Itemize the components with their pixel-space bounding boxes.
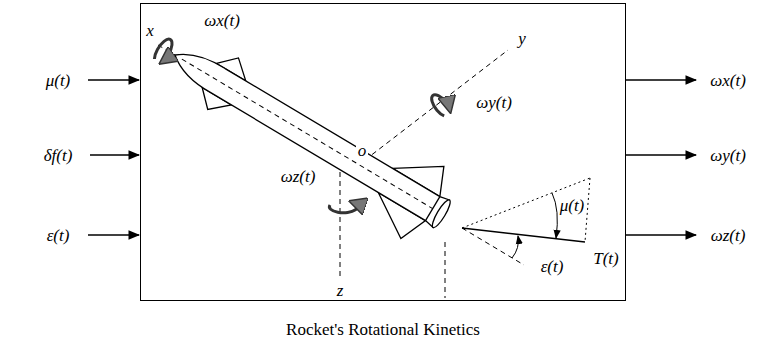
rocket-body — [153, 19, 466, 252]
input-signal: μ(t) — [44, 71, 73, 90]
thrust-label: T(t) — [591, 249, 621, 268]
input-signal: δf(t) — [42, 146, 75, 165]
rate-label: ωx(t) — [202, 11, 242, 30]
output-signal: ωx(t) — [708, 71, 748, 90]
block-caption: Rocket's Rotational Kinetics — [141, 320, 625, 340]
angle-label: μ(t) — [558, 196, 587, 215]
input-signal: ε(t) — [45, 226, 72, 245]
rotation-arrows — [152, 36, 451, 212]
output-signal: ωz(t) — [709, 226, 748, 245]
rate-label: ωz(t) — [279, 167, 318, 186]
axis-label: x — [144, 21, 156, 40]
thrust-vector — [462, 178, 590, 258]
angle-label: ε(t) — [539, 257, 566, 276]
output-signal: ωy(t) — [708, 146, 748, 165]
origin-label: o — [356, 141, 369, 160]
axis-label: z — [335, 281, 346, 300]
rate-label: ωy(t) — [474, 93, 514, 112]
axis-label: y — [516, 29, 528, 48]
